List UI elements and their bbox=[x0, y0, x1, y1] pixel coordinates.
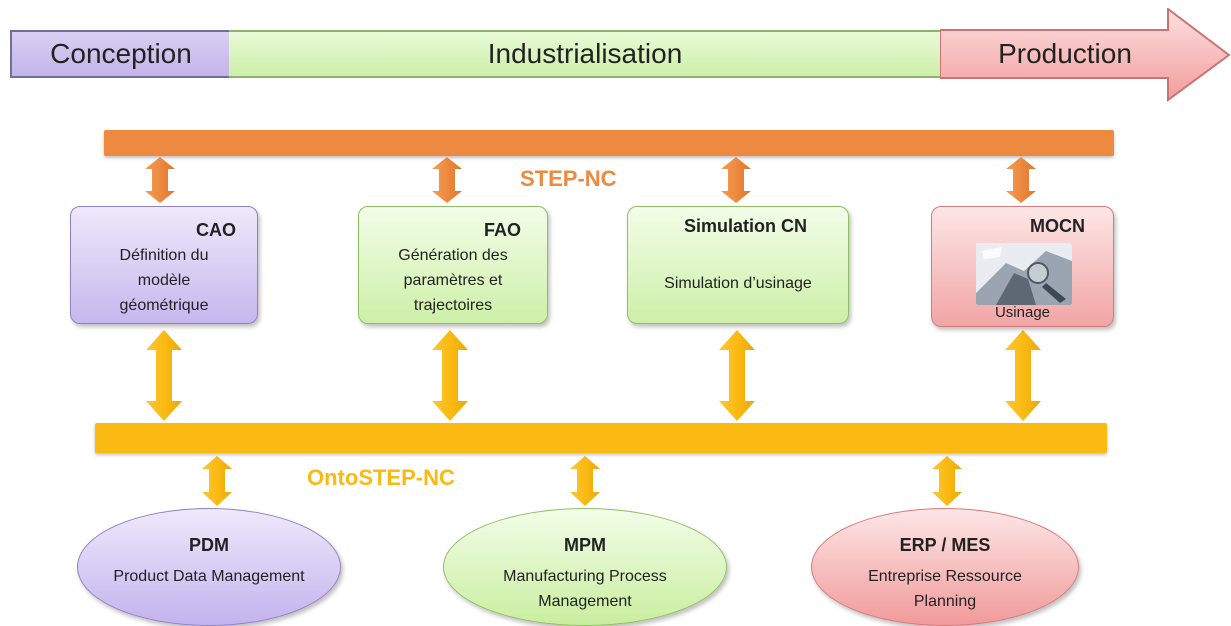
machining-image bbox=[976, 243, 1072, 305]
box-fao-desc: Génération des paramètres et trajectoire… bbox=[359, 243, 547, 318]
box-cao-desc: Définition du modèle géométrique bbox=[71, 243, 257, 318]
box-fao-title: FAO bbox=[484, 220, 522, 240]
phase-industrialisation-label: Industrialisation bbox=[487, 38, 683, 69]
ellipse-mpm-line: Manufacturing Process bbox=[503, 568, 667, 585]
ontostep-nc-label: OntoSTEP-NC bbox=[307, 465, 455, 490]
arrow-sim-onto bbox=[719, 330, 755, 421]
ontostep-nc-bar bbox=[95, 423, 1107, 453]
phase-industrialisation: Industrialisation bbox=[229, 30, 941, 78]
box-cao-line: modèle bbox=[137, 272, 191, 289]
arrow-step-sim bbox=[721, 157, 751, 203]
box-cao-title: CAO bbox=[196, 220, 236, 240]
ellipse-mpm-title: MPM bbox=[564, 535, 606, 555]
phase-production: Production bbox=[960, 30, 1170, 78]
ellipse-erp-mes: ERP / MES Entreprise Ressource Planning bbox=[811, 508, 1079, 626]
ellipse-mpm: MPM Manufacturing Process Management bbox=[443, 508, 727, 626]
box-sim-title: Simulation CN bbox=[684, 216, 808, 236]
ellipse-pdm-desc: Product Data Management bbox=[78, 564, 340, 589]
phase-conception-label: Conception bbox=[50, 38, 192, 69]
phase-production-label: Production bbox=[998, 38, 1132, 69]
ellipse-erp-desc: Entreprise Ressource Planning bbox=[812, 564, 1078, 614]
box-sim-desc: Simulation d’usinage bbox=[628, 271, 848, 296]
box-mocn-title: MOCN bbox=[1030, 216, 1085, 236]
phase-production-arrow bbox=[940, 8, 1231, 102]
box-sim-line: Simulation d’usinage bbox=[664, 275, 812, 292]
ellipse-erp-line: Planning bbox=[913, 593, 977, 610]
box-fao-line: Génération des bbox=[398, 247, 508, 264]
arrow-onto-pdm bbox=[202, 456, 232, 506]
arrow-onto-erp bbox=[932, 456, 962, 506]
box-fao: FAO Génération des paramètres et traject… bbox=[358, 206, 548, 324]
arrow-cao-onto bbox=[146, 330, 182, 421]
box-fao-line: trajectoires bbox=[413, 297, 493, 314]
phase-conception: Conception bbox=[10, 30, 230, 78]
ellipse-erp-title: ERP / MES bbox=[899, 535, 991, 555]
arrow-step-mocn bbox=[1006, 157, 1036, 203]
arrow-mocn-onto bbox=[1005, 330, 1041, 421]
box-cao-line: géométrique bbox=[119, 297, 209, 314]
box-mocn-caption: Usinage bbox=[994, 304, 1051, 321]
ellipse-pdm-line: Product Data Management bbox=[113, 568, 305, 585]
box-simulation-cn: Simulation CN Simulation d’usinage bbox=[627, 206, 849, 324]
box-cao-line: Définition du bbox=[119, 247, 209, 264]
ellipse-pdm-title: PDM bbox=[189, 535, 229, 555]
arrow-step-fao bbox=[432, 157, 462, 203]
machine-tool-icon bbox=[976, 243, 1072, 305]
ellipse-erp-line: Entreprise Ressource bbox=[868, 568, 1022, 585]
ellipse-mpm-line: Management bbox=[538, 593, 632, 610]
box-mocn: MOCN Usinage bbox=[931, 206, 1114, 327]
arrow-fao-onto bbox=[432, 330, 468, 421]
ellipse-pdm: PDM Product Data Management bbox=[77, 508, 341, 626]
step-nc-label: STEP-NC bbox=[520, 166, 617, 191]
ellipse-mpm-desc: Manufacturing Process Management bbox=[444, 564, 726, 614]
arrow-onto-mpm bbox=[570, 456, 600, 506]
box-cao: CAO Définition du modèle géométrique bbox=[70, 206, 258, 324]
box-fao-line: paramètres et bbox=[403, 272, 503, 289]
step-nc-bar bbox=[104, 130, 1114, 156]
arrow-step-cao bbox=[145, 157, 175, 203]
